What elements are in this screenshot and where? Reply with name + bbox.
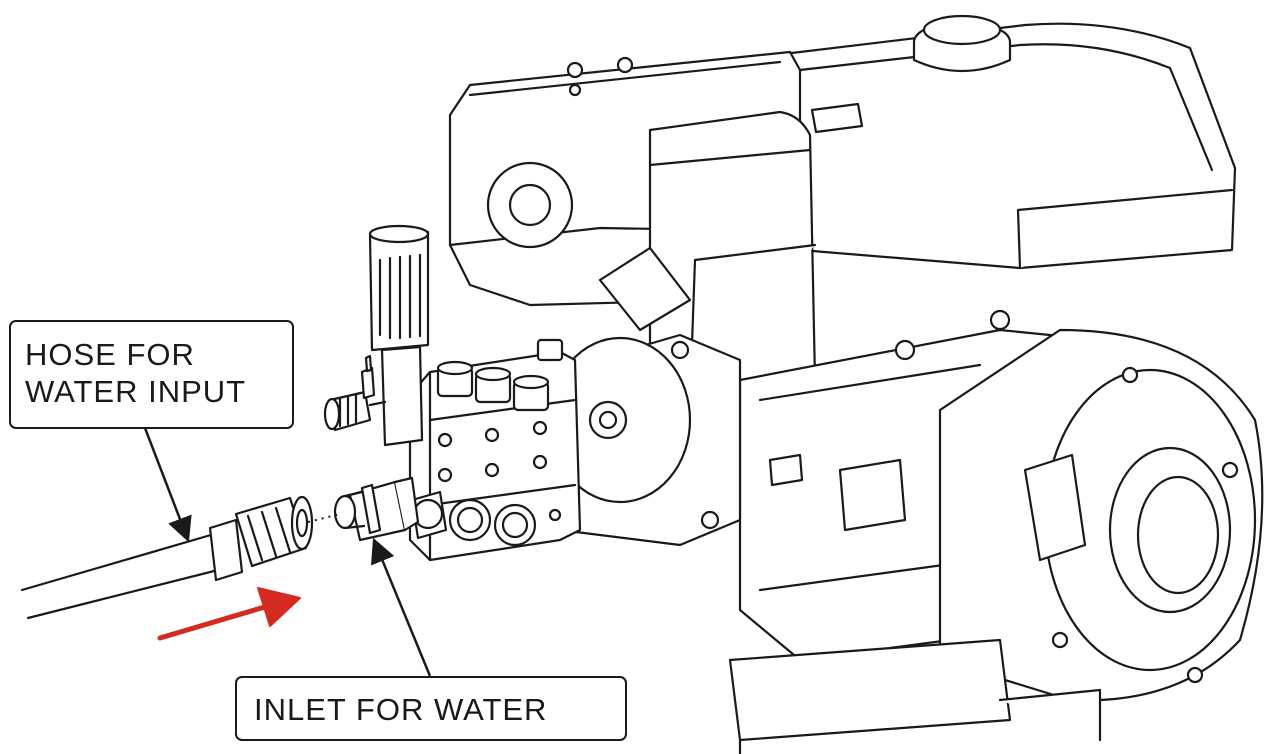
inlet-label-text: INLET FOR WATER [254,692,548,727]
hose-label-line1: HOSE FOR [25,337,195,372]
hose-label-line2: WATER INPUT [25,374,247,409]
water-flow-arrow [157,587,301,641]
pressure-pump [323,224,582,562]
hose-leader-arrow [143,427,192,543]
inlet-leader-arrow [371,537,432,677]
hose-for-water-input-label: HOSE FOR WATER INPUT [9,320,294,429]
water-input-hose [20,495,314,620]
engine-body [448,14,1264,754]
inlet-for-water-label: INLET FOR WATER [235,676,627,741]
